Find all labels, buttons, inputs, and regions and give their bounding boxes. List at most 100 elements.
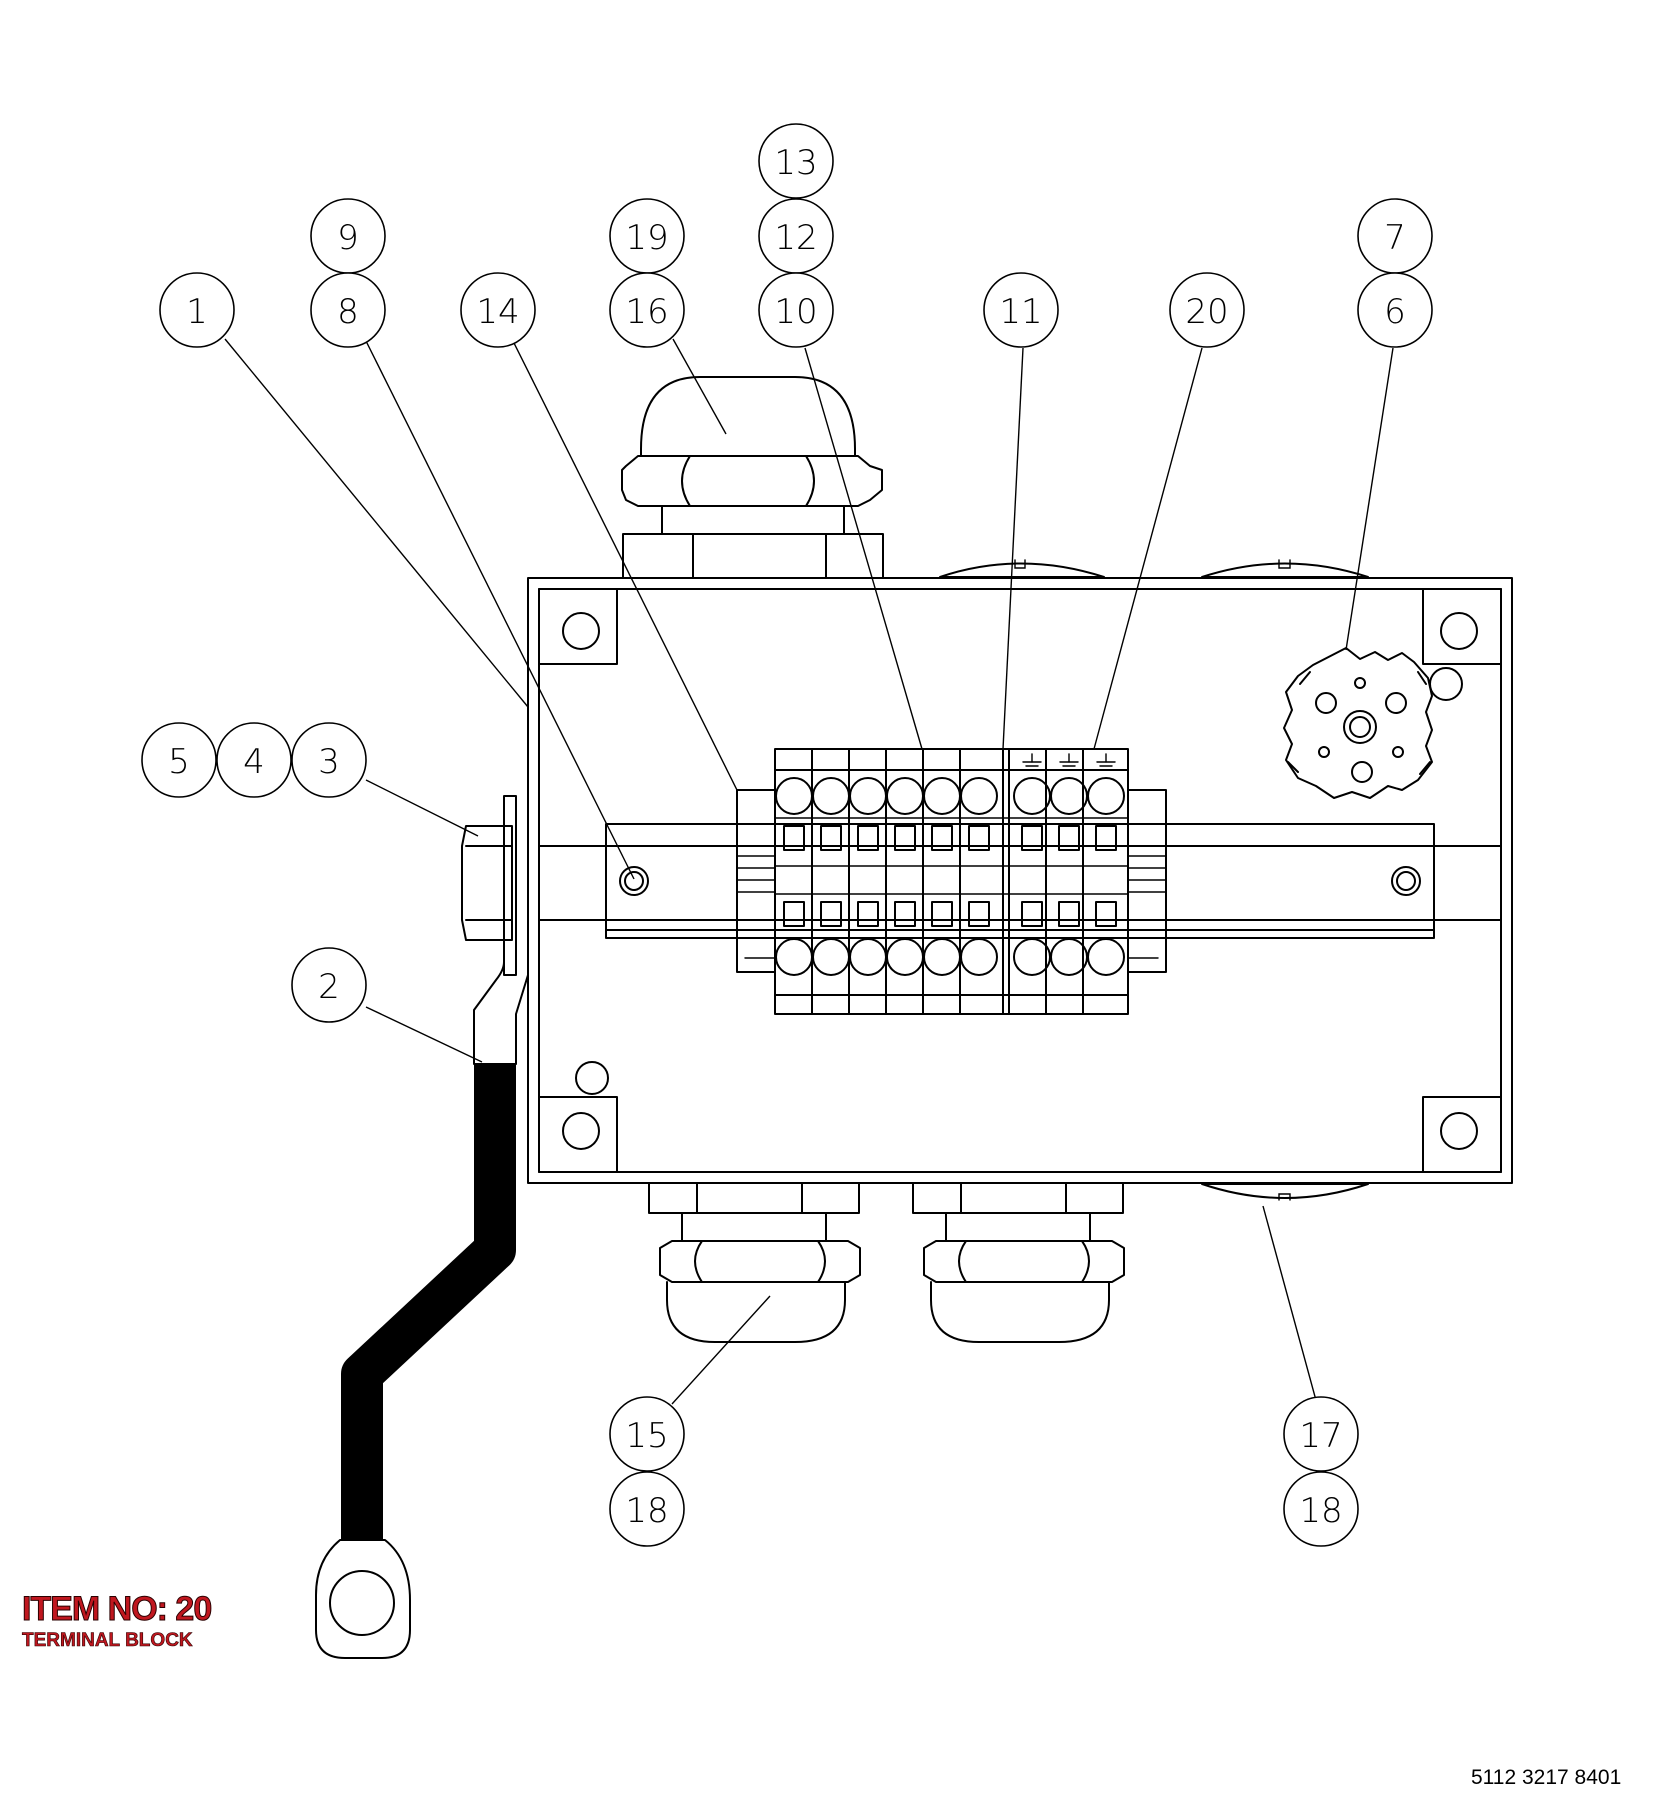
leader-lines [224, 338, 1394, 1405]
svg-text:15: 15 [625, 1416, 668, 1456]
cable-gland-bottom-left [648, 1182, 861, 1343]
corner-screw-bottom-right [1422, 1096, 1502, 1173]
terminal-entry-top [894, 825, 916, 851]
balloon-10: 10 [758, 272, 834, 348]
balloon-18-right: 18 [1283, 1471, 1359, 1547]
terminal-entry-top [1058, 825, 1080, 851]
terminal-entry-bottom [894, 901, 916, 927]
terminal-screw-top [775, 777, 813, 815]
terminal-screw-bottom [1087, 938, 1125, 976]
terminal-screw-bottom [849, 938, 887, 976]
terminal-screw-top [960, 777, 998, 815]
terminal-screw-bottom [886, 938, 924, 976]
leader-11 [1002, 347, 1024, 750]
terminal-screw-bottom [923, 938, 961, 976]
svg-text:4: 4 [243, 742, 265, 782]
blanking-plug-top-middle [939, 559, 1105, 578]
balloon-17: 17 [1283, 1396, 1359, 1472]
svg-text:9: 9 [337, 218, 359, 258]
balloon-16: 16 [609, 272, 685, 348]
terminal-entry-bottom [1021, 901, 1043, 927]
leader-14 [511, 338, 738, 791]
corner-screw-top-right [1422, 588, 1502, 665]
corner-screw-bottom-left [538, 1061, 618, 1173]
terminal-screw-top [886, 777, 924, 815]
terminal-screw-bottom [775, 938, 813, 976]
cable-gland-bottom-right [912, 1182, 1125, 1343]
terminal-screw-bottom [960, 938, 998, 976]
earth-stud [461, 795, 529, 1065]
svg-text:1: 1 [186, 292, 208, 332]
blanking-plug-bottom-right [1201, 1183, 1369, 1201]
blanking-plug-top-right [1201, 559, 1369, 578]
earth-symbols [1022, 753, 1116, 771]
balloon-5: 5 [141, 722, 217, 798]
callout-balloons: 1 9 8 14 19 16 13 12 10 11 20 7 6 5 4 3 … [141, 123, 1433, 1547]
breather-hole [1429, 667, 1463, 701]
terminal-entry-top [931, 825, 953, 851]
balloon-11: 11 [983, 272, 1059, 348]
svg-text:2: 2 [318, 967, 340, 1007]
balloon-13: 13 [758, 123, 834, 199]
leader-1 [224, 338, 529, 708]
svg-text:16: 16 [625, 292, 668, 332]
terminal-entry-bottom [1058, 901, 1080, 927]
enclosure [527, 577, 1513, 1184]
terminal-entry-bottom [931, 901, 953, 927]
balloon-7: 7 [1357, 198, 1433, 274]
terminal-screw-bottom [812, 938, 850, 976]
corner-screw-top-left [538, 588, 618, 665]
svg-text:10: 10 [774, 292, 817, 332]
terminal-screw-top [1087, 777, 1125, 815]
leader-17 [1262, 1205, 1318, 1405]
document-number: 5112 3217 8401 [1471, 1766, 1622, 1789]
balloon-4: 4 [216, 722, 292, 798]
terminal-block-strip [774, 748, 1129, 1015]
rail-screw-left [619, 866, 649, 896]
terminal-entry-top [857, 825, 879, 851]
terminal-screw-top [812, 777, 850, 815]
balloon-9: 9 [310, 198, 386, 274]
svg-text:6: 6 [1384, 292, 1406, 332]
balloon-14: 14 [460, 272, 536, 348]
terminal-screw-top [923, 777, 961, 815]
cable-gland-top [621, 376, 884, 579]
end-clamp-left [736, 789, 776, 973]
svg-text:5: 5 [168, 742, 190, 782]
svg-text:20: 20 [1185, 292, 1228, 332]
svg-text:18: 18 [1299, 1491, 1342, 1531]
terminal-entry-top [968, 825, 990, 851]
item-number-label: ITEM NO: 20 [21, 1590, 212, 1628]
svg-text:18: 18 [625, 1491, 668, 1531]
terminal-screw-bottom [1050, 938, 1088, 976]
terminal-screw-top [1013, 777, 1051, 815]
leader-2 [365, 1006, 483, 1063]
terminal-screw-bottom [1013, 938, 1051, 976]
leader-8 [364, 338, 635, 880]
rail-screw-right [1391, 866, 1421, 896]
balloon-12: 12 [758, 198, 834, 274]
svg-text:7: 7 [1384, 218, 1406, 258]
din-rail [538, 823, 1502, 939]
earth-cable [315, 1064, 516, 1659]
svg-text:14: 14 [476, 292, 519, 332]
terminal-entry-bottom [783, 901, 805, 927]
svg-text:13: 13 [774, 143, 817, 183]
svg-text:3: 3 [318, 742, 340, 782]
terminal-entry-top [1095, 825, 1117, 851]
leader-20 [1093, 347, 1203, 750]
terminal-screw-top [1050, 777, 1088, 815]
leader-15 [671, 1295, 771, 1405]
end-clamp-right [1127, 789, 1167, 973]
terminal-entry-top [820, 825, 842, 851]
balloon-2: 2 [291, 947, 367, 1023]
balloon-20: 20 [1169, 272, 1245, 348]
terminal-entry-top [783, 825, 805, 851]
breather-valve [1283, 647, 1433, 799]
balloon-3: 3 [291, 722, 367, 798]
balloon-18-left: 18 [609, 1471, 685, 1547]
terminal-screw-top [849, 777, 887, 815]
terminal-entry-top [1021, 825, 1043, 851]
balloon-6: 6 [1357, 272, 1433, 348]
leader-10 [804, 347, 923, 750]
